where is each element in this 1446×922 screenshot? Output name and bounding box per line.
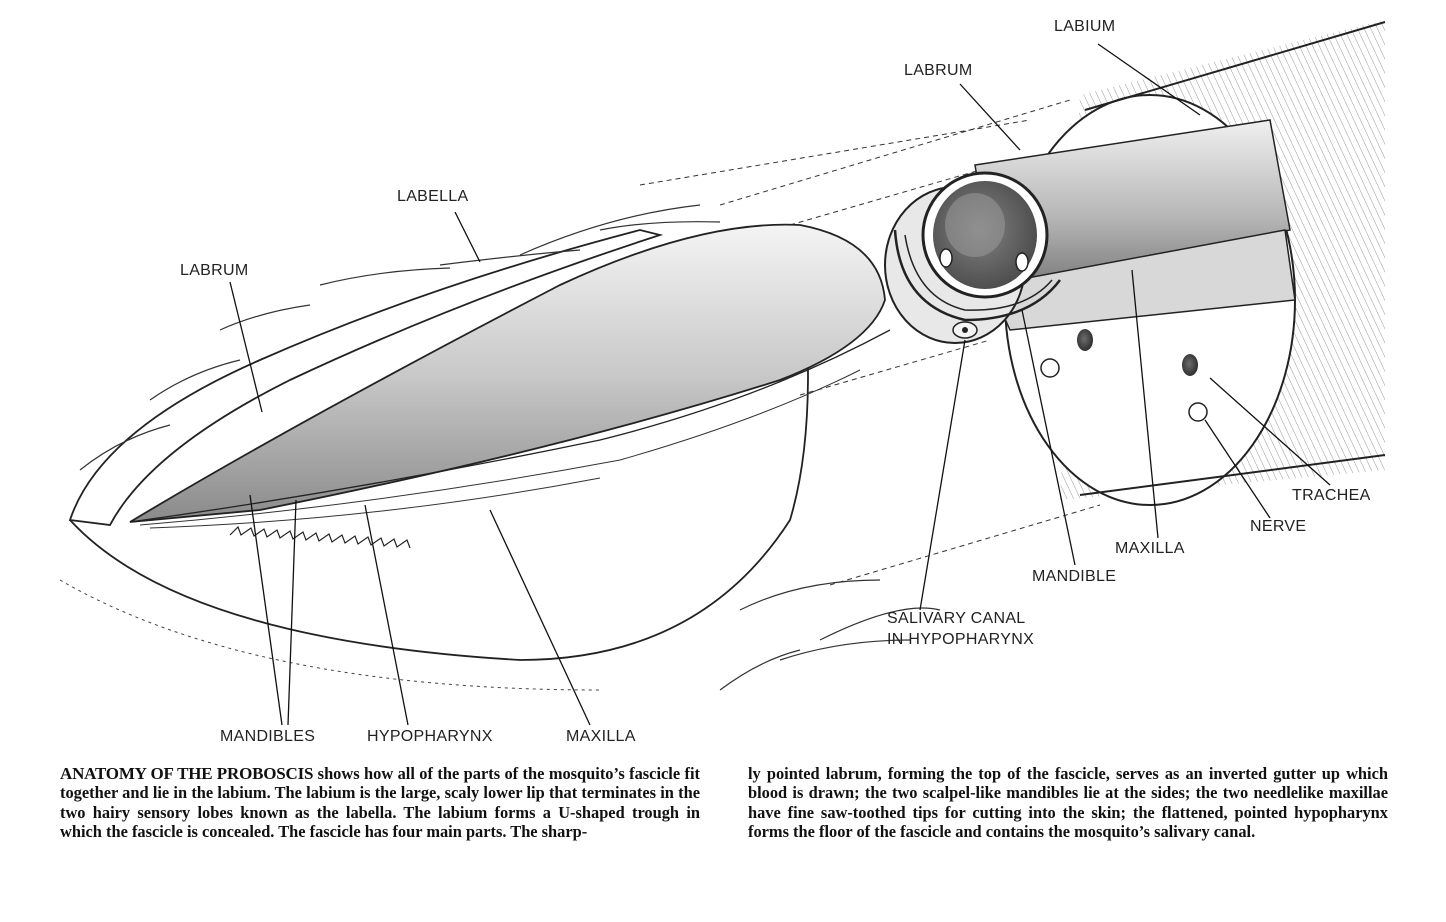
label-mandibles: MANDIBLES [220, 728, 316, 745]
proboscis-illustration [59, 20, 1386, 726]
label-trachea: TRACHEA [1292, 487, 1371, 504]
caption-right-text: ly pointed labrum, forming the top of th… [748, 764, 1388, 842]
leader-lines [229, 43, 1331, 726]
label-hypopharynx: HYPOPHARYNX [367, 728, 493, 745]
label-mandible: MANDIBLE [1032, 568, 1117, 585]
label-salivary-canal-2: IN HYPOPHARYNX [887, 631, 1035, 648]
label-labrum-left: LABRUM [180, 262, 249, 279]
label-maxilla-bottom: MAXILLA [566, 728, 636, 745]
fascicle-blade [129, 223, 891, 529]
label-maxilla-right: MAXILLA [1115, 540, 1185, 557]
label-salivary-canal-1: SALIVARY CANAL [887, 610, 1026, 627]
maxilla-teeth [229, 525, 411, 549]
caption-lead: ANATOMY OF THE PROBOSCIS [60, 764, 314, 783]
caption-left-column: ANATOMY OF THE PROBOSCIS shows how all o… [60, 764, 700, 842]
dashed-guide-lines [639, 99, 1101, 586]
nerve-holes [1040, 358, 1208, 422]
trachea-holes [1077, 329, 1198, 376]
labella-hairs [79, 204, 941, 691]
label-labium: LABIUM [1054, 18, 1116, 35]
label-labrum-top: LABRUM [904, 62, 973, 79]
caption-right-column: ly pointed labrum, forming the top of th… [748, 764, 1388, 842]
fascicle-cross-section [884, 171, 1061, 344]
caption-left-text: shows how all of the parts of the mosqui… [60, 764, 701, 842]
label-nerve: NERVE [1250, 518, 1307, 535]
label-labella: LABELLA [397, 188, 469, 205]
labrum-tube [974, 119, 1296, 331]
